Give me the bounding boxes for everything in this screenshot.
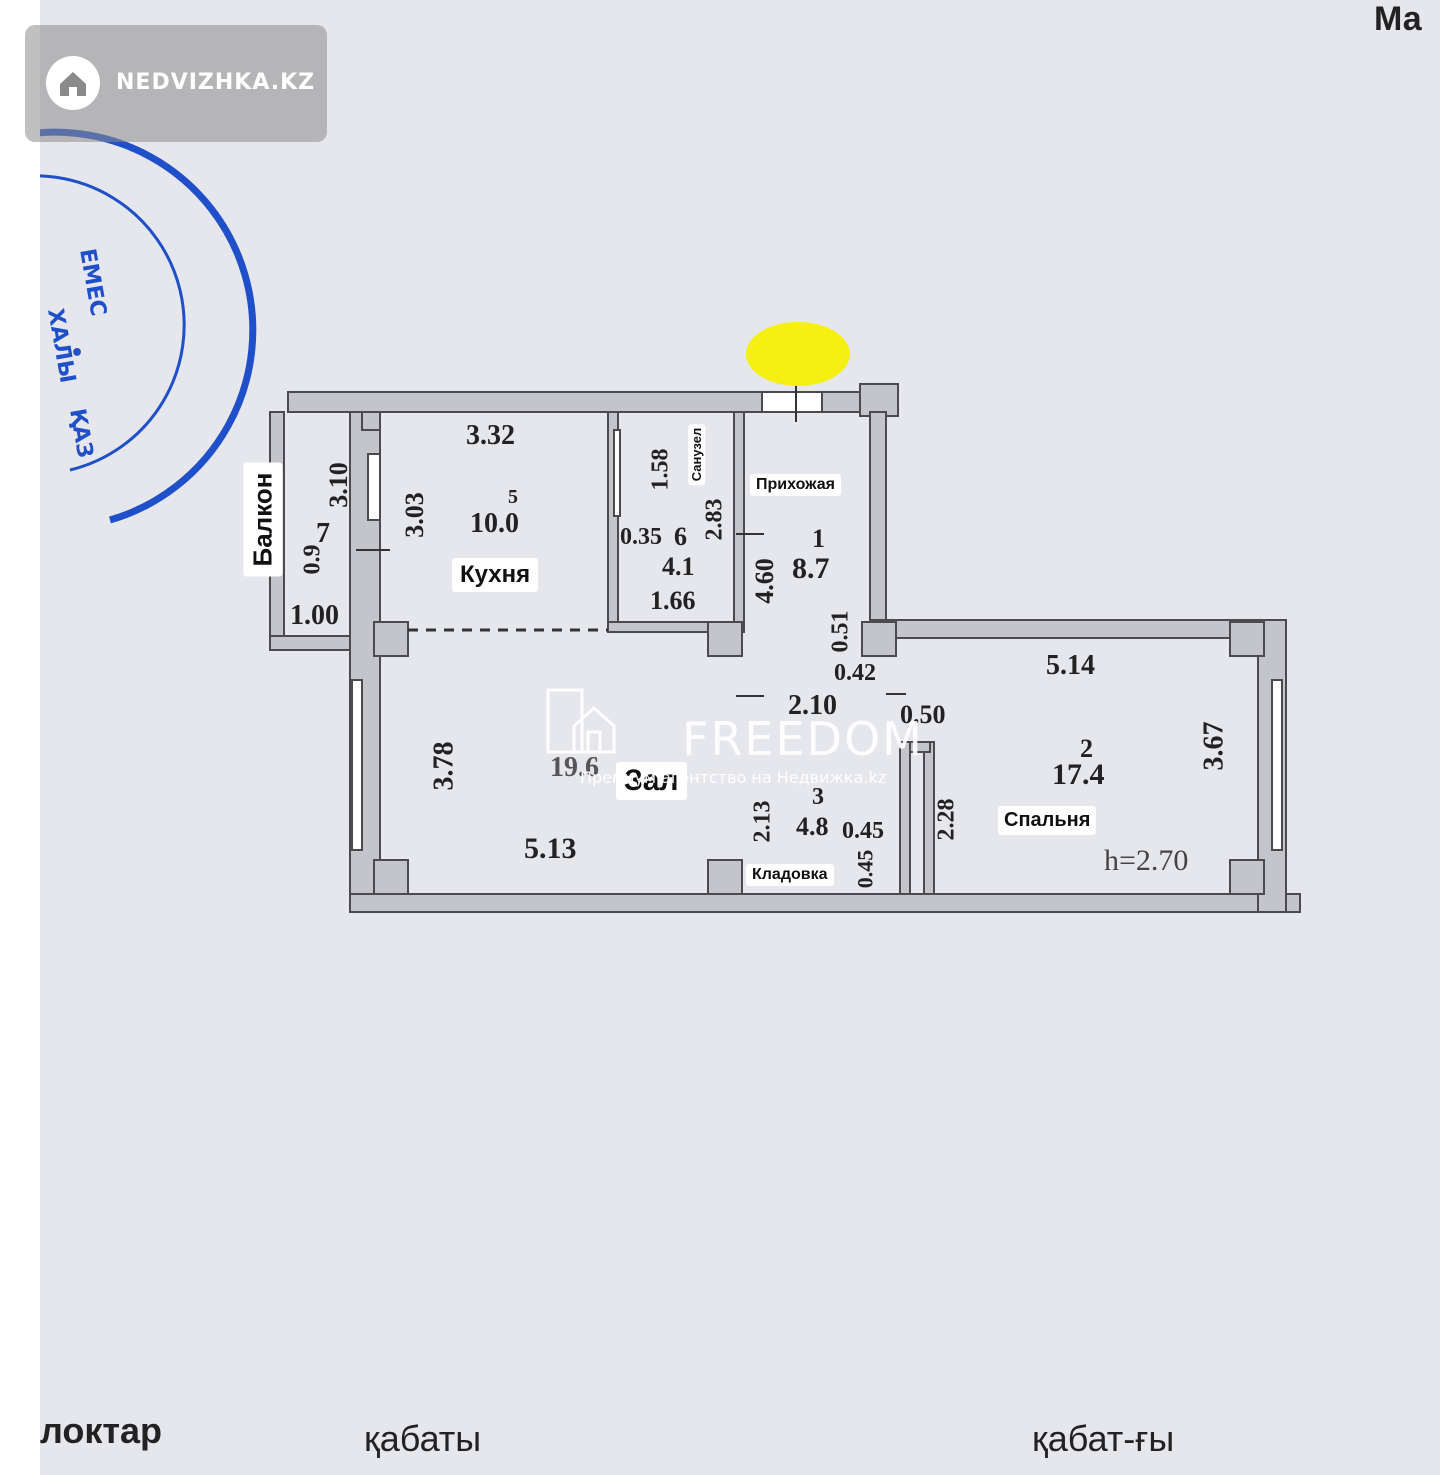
hall-right-wall: [869, 411, 887, 623]
balcony-bottom-wall: [269, 635, 353, 651]
dim-label: 5.14: [1046, 650, 1095, 681]
bedroom-top-wall: [869, 619, 1283, 639]
room-label-living: Зал: [616, 762, 687, 800]
dim-label: 8.7: [792, 552, 830, 585]
svg-text:ҚАЗ: ҚАЗ: [64, 407, 97, 460]
dim-label: 4.1: [662, 552, 695, 581]
bottom-wall: [349, 893, 1301, 913]
dim-label: 4.60: [749, 558, 779, 604]
dim-label: 2.10: [788, 690, 837, 721]
dim-label: 0.35: [620, 524, 662, 550]
room-label-kitchen: Кухня: [452, 558, 539, 592]
dim-label: 6: [674, 522, 687, 551]
windows: [351, 391, 1283, 851]
stamp-lettering: ЕМЕС ХАЛЫ • ҚАЗ: [42, 247, 110, 460]
dim-label: 0.42: [834, 660, 876, 686]
stamp-outer-ring: [40, 128, 257, 524]
dim-label: 3.32: [466, 420, 515, 451]
dim-label: 1.58: [647, 448, 674, 491]
columns: [361, 411, 1265, 895]
watermark-text: NEDVIZHKA.KZ: [116, 70, 316, 95]
dim-label: 4.8: [796, 812, 829, 841]
doc-corner-text: Ма: [1374, 0, 1422, 38]
stamp-inner-ring: [40, 174, 186, 472]
room-label-bathroom: Санузел: [688, 423, 706, 486]
doc-text-middle: қабаты: [364, 1418, 482, 1459]
plan-document: ЕМЕС ХАЛЫ • ҚАЗ: [40, 0, 1440, 1475]
dim-label: 10.0: [470, 508, 519, 539]
highlight-mark: [746, 322, 850, 386]
home-icon: [46, 56, 100, 110]
dim-label: 5.13: [524, 832, 577, 865]
svg-text:•: •: [70, 341, 84, 366]
dim-label: 7: [316, 518, 330, 549]
dim-label: 3.78: [428, 741, 460, 791]
dim-label: 1.00: [290, 600, 339, 631]
svg-text:ЕМЕС: ЕМЕС: [74, 247, 110, 318]
dim-label: 1.66: [650, 586, 696, 615]
floor-plan-drawing: ЕМЕС ХАЛЫ • ҚАЗ: [40, 128, 1301, 913]
dim-label: 3: [812, 784, 824, 810]
room-label-storage: Кладовка: [746, 864, 834, 886]
storage-inner-wall: [899, 741, 911, 895]
dim-label: 3.67: [1198, 721, 1230, 771]
dim-label: 2.13: [749, 800, 776, 843]
dim-label: 0.51: [827, 610, 854, 653]
dim-label: 3.03: [399, 492, 429, 538]
dim-label: 3.10: [323, 462, 353, 508]
room-label-hallway: Прихожая: [750, 474, 841, 496]
freedom-watermark-subtitle: Премиум агентство на Недвижка.kz: [580, 768, 887, 787]
freedom-watermark-title: FREEDOM: [682, 712, 924, 766]
ceiling-height: h=2.70: [1104, 844, 1189, 877]
dim-label: 0.45: [842, 818, 884, 844]
doc-text-right: қабат-ғы: [1032, 1418, 1175, 1459]
building-icon: [546, 688, 616, 754]
dim-label: 19.6: [550, 752, 599, 783]
dim-label: 0.9: [299, 544, 326, 575]
dim-label: 5: [508, 486, 518, 508]
room-label-bedroom: Спальня: [998, 806, 1097, 835]
dim-label: 1: [812, 524, 825, 553]
room-label-balcony: Балкон: [243, 462, 283, 577]
dim-label: 0.45: [852, 849, 878, 889]
dim-label: 17.4: [1052, 758, 1105, 791]
doc-text-left: локтар: [40, 1410, 163, 1451]
dim-label: 0.50: [900, 700, 946, 729]
dim-label: 2.83: [701, 498, 728, 541]
dim-label: 2.28: [933, 798, 960, 841]
door-marks: [356, 386, 906, 697]
bath-right-wall: [733, 411, 745, 633]
dim-label: 2: [1080, 734, 1093, 763]
storage-right-wall: [923, 741, 935, 895]
